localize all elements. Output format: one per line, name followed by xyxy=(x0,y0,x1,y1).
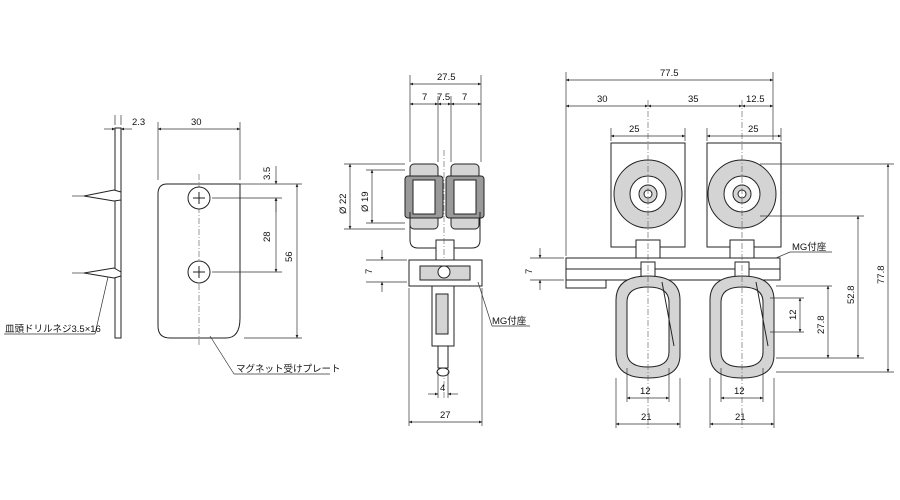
dim-front-hook-27-8: 27.8 xyxy=(816,316,827,335)
screw-side-lower xyxy=(72,267,122,279)
dim-front-hook-12: 12 xyxy=(788,309,799,320)
screw-side-upper xyxy=(72,189,122,202)
front-hook-left xyxy=(615,261,681,379)
dim-screw-pitch: 28 xyxy=(262,231,273,242)
dim-front-overall: 77.5 xyxy=(660,68,679,79)
dim-plate-width: 30 xyxy=(191,117,202,128)
dim-front-12-5: 12.5 xyxy=(746,94,765,105)
front-hook-right xyxy=(709,261,775,379)
dim-front-wheel-left: 25 xyxy=(629,124,640,135)
label-plate: マグネット受けプレート xyxy=(236,363,341,375)
screw-head-upper xyxy=(187,186,211,210)
dim-side-d2: 7.5 xyxy=(437,92,450,103)
dim-plate-thickness: 2.3 xyxy=(132,117,145,128)
dim-front-total-h: 77.8 xyxy=(876,266,887,285)
side-view: 27.5 7 7.5 7 Ø 22 Ø 19 7 MG付座 4 xyxy=(338,72,530,426)
dim-side-pin: 4 xyxy=(440,383,445,394)
dim-side-d3: 7 xyxy=(462,92,467,103)
dim-front-hook-inner-right: 12 xyxy=(734,386,745,397)
dim-front-hook-inner-left: 12 xyxy=(640,386,651,397)
label-screw: 皿頭ドリルネジ3.5×16 xyxy=(5,324,101,335)
dim-side-base: 27 xyxy=(440,410,451,421)
dim-front-hook-outer-left: 21 xyxy=(641,412,652,423)
label-mg-mount-front: MG付座 xyxy=(792,241,827,253)
dim-side-overall: 27.5 xyxy=(437,72,456,83)
dim-front-to-hook: 52.8 xyxy=(846,286,857,305)
dim-front-30: 30 xyxy=(597,94,608,105)
dim-front-35: 35 xyxy=(688,94,699,105)
front-view: 77.5 30 35 12.5 25 25 7 MG付座 xyxy=(524,68,894,428)
screw-head-lower xyxy=(187,260,211,284)
dim-side-dia-inner: Ø 19 xyxy=(360,191,371,212)
dim-side-dia-outer: Ø 22 xyxy=(338,193,349,214)
dim-front-mount-h: 7 xyxy=(524,269,535,274)
dim-side-mount-h: 7 xyxy=(364,269,375,274)
dim-front-hook-outer-right: 21 xyxy=(735,412,746,423)
dim-front-wheel-right: 25 xyxy=(748,124,759,135)
dim-plate-height: 56 xyxy=(284,251,295,262)
plate-side-profile xyxy=(114,127,122,339)
plate-view: 2.3 30 3.5 28 56 皿頭ドリルネジ3.5×16 マグネット受けプレ… xyxy=(4,115,341,375)
dim-side-d1: 7 xyxy=(422,92,427,103)
dim-plate-offset: 3.5 xyxy=(262,167,273,180)
label-mg-mount-side: MG付座 xyxy=(492,315,527,327)
